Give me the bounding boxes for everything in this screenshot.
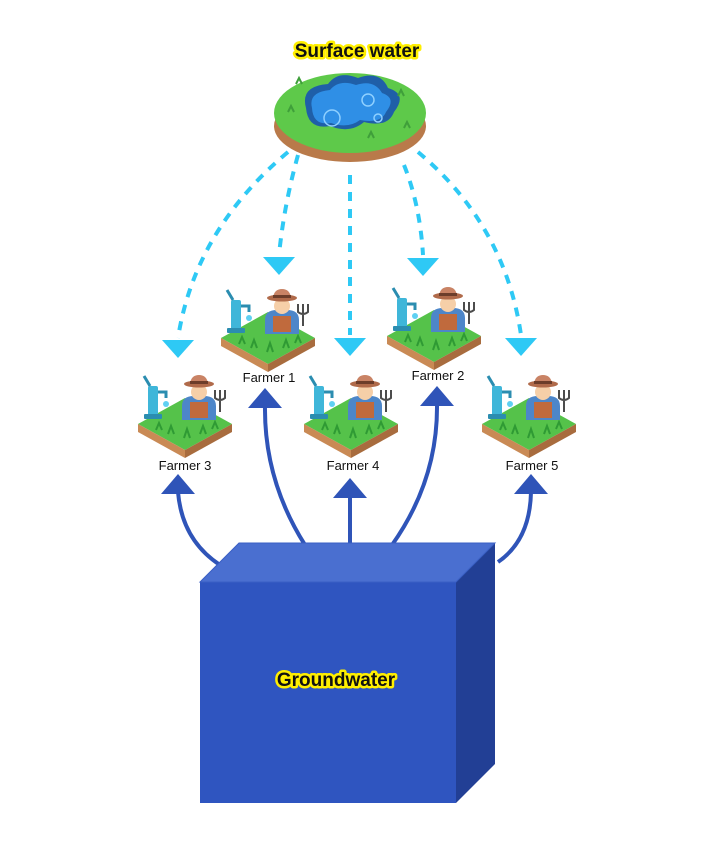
surface-flow-arrowhead-farmer-2: [407, 258, 439, 276]
surface-flow-arrowhead-farmer-1: [263, 257, 295, 275]
surface-flow-arrowhead-farmer-4: [334, 338, 366, 356]
farmer-icon: [430, 286, 475, 333]
groundwater-label: Groundwater: [277, 670, 396, 691]
ground-flow-arrow-farmer-3: [176, 491, 222, 567]
farmer-icon: [525, 374, 570, 421]
ground-flow-arrow-farmer-1: [262, 405, 307, 547]
surface-flow-arrow-farmer-5: [416, 150, 523, 336]
farmer-node-4: [303, 374, 399, 459]
groundwater-box: [198, 542, 497, 803]
farmer-node-2: [386, 286, 482, 371]
groundwater-node: Groundwater: [198, 542, 497, 803]
farmer-node-1: [220, 288, 316, 373]
surface-flow-arrow-farmer-1: [277, 154, 300, 256]
ground-flow-arrow-farmer-5: [496, 491, 533, 564]
farmer-node-5: [481, 374, 577, 459]
ground-flow-arrowhead-farmer-2: [420, 386, 454, 406]
ground-flow-arrowhead-farmer-5: [514, 474, 548, 494]
farmer-label-3: Farmer 3: [159, 458, 212, 473]
farmer-node-3: [137, 374, 233, 459]
farmer-icon: [347, 374, 392, 421]
surface-flow-arrowhead-farmer-3: [162, 340, 194, 358]
surface-water-label: Surface water: [295, 41, 420, 62]
farmer-label-2: Farmer 2: [412, 368, 465, 383]
ground-flow-arrowhead-farmer-3: [161, 474, 195, 494]
farmer-label-5: Farmer 5: [506, 458, 559, 473]
surface-water-node: Surface water: [274, 39, 426, 162]
groundwater-flows: [161, 386, 548, 567]
surface-flow-arrow-farmer-3: [176, 150, 290, 339]
pond-icon: [274, 73, 426, 162]
ground-flow-arrow-farmer-2: [390, 403, 440, 547]
farmer-icon: [181, 374, 226, 421]
ground-flow-arrowhead-farmer-1: [248, 388, 282, 408]
surface-flow-arrow-farmer-2: [402, 164, 425, 256]
farmer-icon: [264, 288, 309, 335]
surface-flow-arrowhead-farmer-5: [505, 338, 537, 356]
farmer-label-4: Farmer 4: [327, 458, 380, 473]
farmer-label-1: Farmer 1: [243, 370, 296, 385]
ground-flow-arrowhead-farmer-4: [333, 478, 367, 498]
surface-water-flows: [162, 150, 537, 358]
